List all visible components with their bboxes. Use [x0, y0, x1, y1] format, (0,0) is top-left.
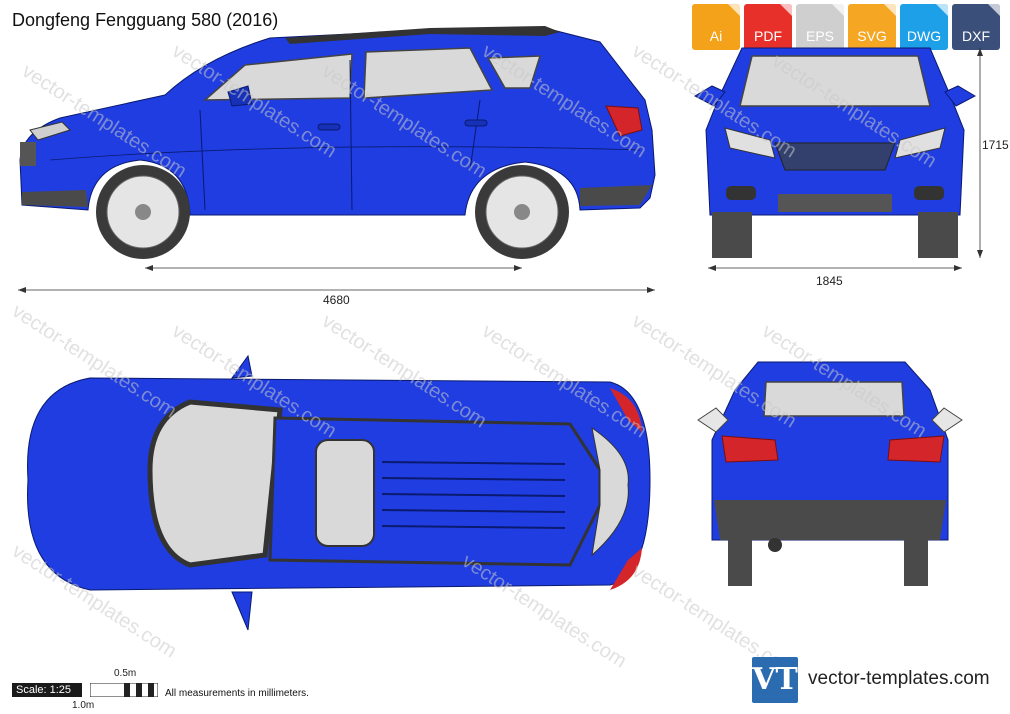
side-window-rear	[363, 47, 494, 99]
side-cladding-rear	[580, 185, 652, 206]
format-badge-svg[interactable]: SVG	[848, 4, 896, 50]
dxf-file-icon	[988, 4, 1000, 16]
side-wheel-rear	[475, 165, 569, 259]
front-tire-right	[918, 212, 958, 258]
format-label: SVG	[857, 28, 887, 44]
front-tire-left	[712, 212, 752, 258]
rear-mirror-left	[697, 407, 729, 433]
rear-bumper	[714, 500, 946, 540]
rear-taillight-left	[721, 435, 779, 463]
format-badges: Ai PDF EPS SVG DWG DXF	[692, 4, 1000, 50]
height-dimension: 1715	[982, 138, 1009, 152]
front-mirror-left	[693, 85, 726, 107]
vt-logo-icon[interactable]: VT	[752, 657, 798, 703]
ai-file-icon	[728, 4, 740, 16]
scale-label: Scale: 1:25	[12, 683, 82, 697]
front-windshield	[739, 55, 931, 107]
eps-file-icon	[832, 4, 844, 16]
scale-half-meter: 0.5m	[114, 668, 137, 679]
rear-tire-right	[904, 540, 928, 586]
format-label: PDF	[754, 28, 782, 44]
rear-mirror-right	[931, 407, 963, 433]
side-view	[18, 26, 656, 293]
pdf-file-icon	[780, 4, 792, 16]
site-link[interactable]: vector-templates.com	[808, 668, 990, 689]
width-dimension: 1845	[816, 274, 843, 288]
format-badge-ai[interactable]: Ai	[692, 4, 740, 50]
top-rear-window	[591, 426, 629, 557]
top-view	[27, 354, 651, 631]
top-taillight-left	[610, 388, 642, 432]
side-wheel-front	[96, 165, 190, 259]
scale-bar	[90, 683, 158, 697]
format-badge-dwg[interactable]: DWG	[900, 4, 948, 50]
front-foglight-left	[726, 186, 756, 200]
top-mirror-left	[230, 354, 253, 379]
measurement-note: All measurements in millimeters.	[165, 688, 309, 699]
scale-meter: 1.0m	[72, 700, 95, 711]
side-body	[19, 27, 656, 216]
svg-file-icon	[884, 4, 896, 16]
front-mirror-right	[944, 85, 977, 107]
side-grille	[20, 142, 36, 166]
format-badge-eps[interactable]: EPS	[796, 4, 844, 50]
rear-tire-left	[728, 540, 752, 586]
front-lower-intake	[778, 194, 892, 212]
side-cladding-front	[22, 190, 88, 207]
top-roof-ribs	[381, 461, 566, 529]
format-label: DWG	[906, 28, 942, 44]
top-windshield	[147, 399, 283, 568]
front-view	[693, 47, 983, 271]
side-taillight	[605, 105, 643, 137]
front-headlight-right	[894, 127, 946, 159]
front-headlight-left	[724, 127, 776, 159]
rear-taillight-right	[887, 435, 945, 463]
top-taillight-right	[610, 548, 642, 590]
format-label: EPS	[805, 28, 834, 44]
format-label: Ai	[709, 28, 723, 44]
side-roof-rail	[285, 26, 560, 44]
page-title: Dongfeng Fengguang 580 (2016)	[12, 10, 279, 30]
format-badge-pdf[interactable]: PDF	[744, 4, 792, 50]
side-mirror	[227, 85, 253, 107]
rear-tow-hitch	[768, 538, 782, 552]
dwg-file-icon	[936, 4, 948, 16]
top-sunroof	[315, 439, 375, 547]
side-window-quarter	[486, 55, 542, 89]
front-grille	[774, 142, 896, 171]
rear-view	[697, 361, 963, 586]
top-mirror-right	[231, 591, 253, 631]
format-label: DXF	[962, 28, 990, 44]
length-dimension: 4680	[323, 293, 350, 307]
rear-window	[763, 381, 905, 417]
side-headlight	[29, 121, 71, 141]
format-badge-dxf[interactable]: DXF	[952, 4, 1000, 50]
front-foglight-right	[914, 186, 944, 200]
